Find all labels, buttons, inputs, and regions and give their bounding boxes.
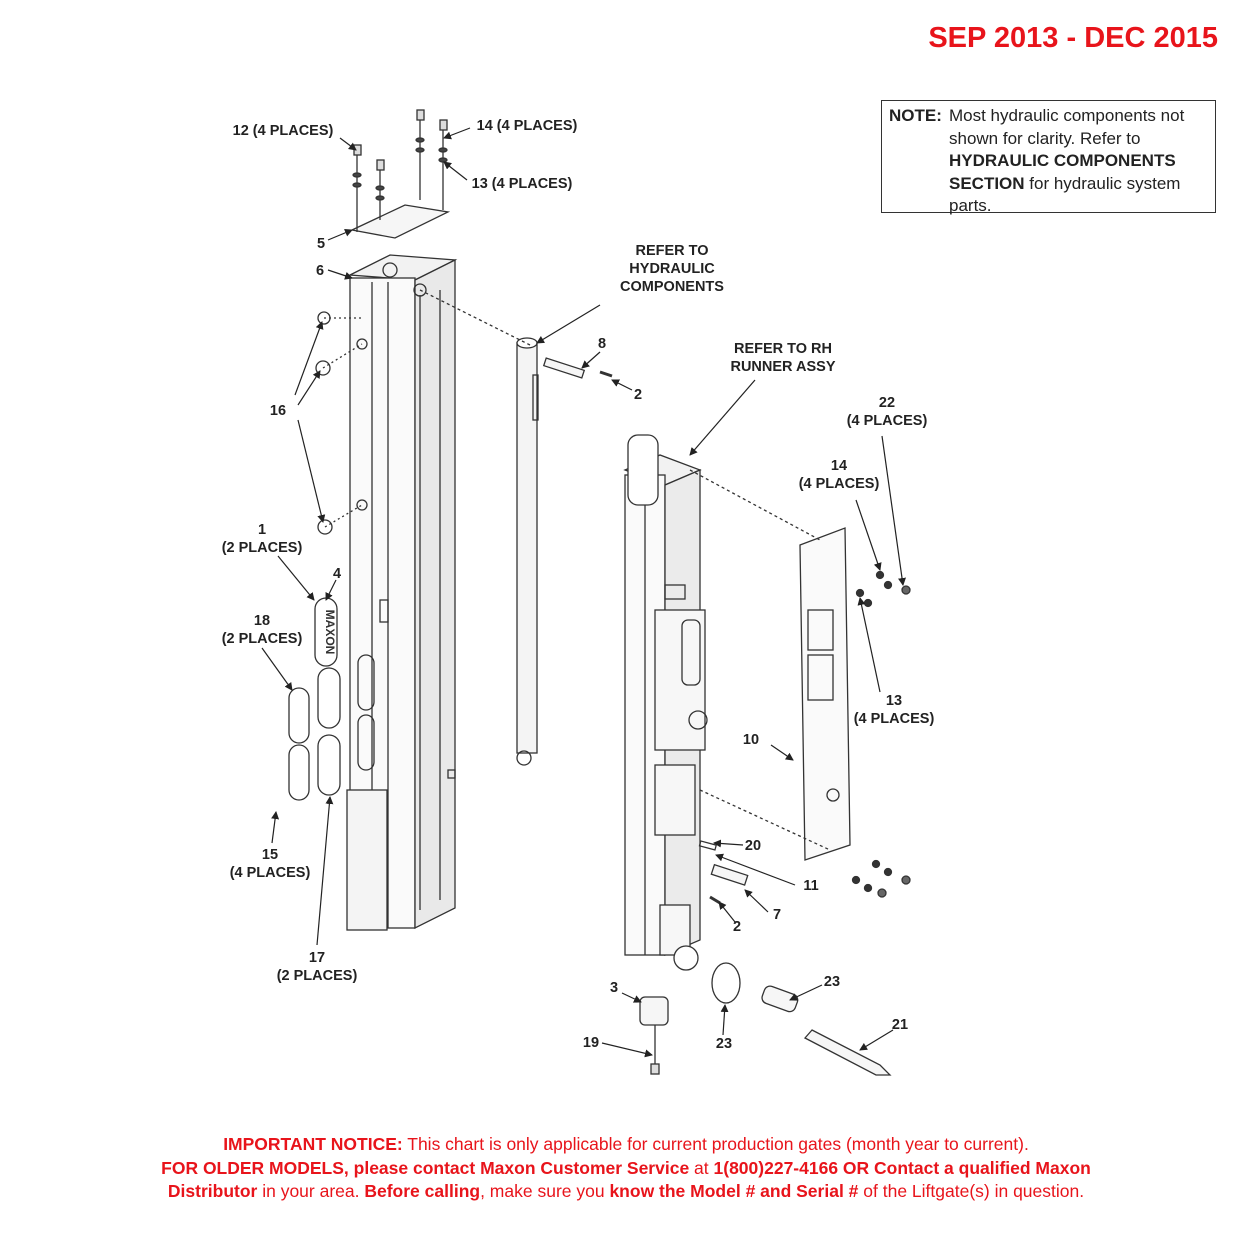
callout-3: 3	[609, 980, 619, 996]
important-notice: IMPORTANT NOTICE: This chart is only app…	[161, 1134, 1091, 1201]
callout-10: 10	[742, 732, 760, 748]
rh-runner-assy	[623, 434, 708, 971]
callout-11: 11	[803, 878, 819, 894]
callout-13-right: 13 (4 PLACES)	[853, 693, 935, 727]
bushing-part-3	[639, 996, 669, 1026]
note-label: NOTE:	[889, 106, 942, 125]
pin-part-8	[542, 357, 586, 379]
callout-2-bottom: 2	[732, 919, 742, 935]
bolts-top	[352, 109, 448, 232]
torsion-bar-part-21	[803, 1029, 892, 1076]
callout-13-top: 13 (4 PLACES)	[471, 176, 573, 192]
roll-pin-2a	[599, 370, 613, 378]
callout-4: 4	[332, 566, 342, 582]
top-plate-part-5	[349, 204, 451, 239]
callout-18: 18 (2 PLACES)	[221, 613, 303, 647]
callout-19: 19	[582, 1035, 600, 1051]
callout-5: 5	[316, 236, 326, 252]
callout-1: 1 (2 PLACES)	[221, 522, 303, 556]
callout-2-top: 2	[633, 387, 643, 403]
note-box: NOTE: Most hydraulic components not show…	[881, 100, 1216, 215]
roll-pin-2b	[709, 895, 721, 905]
cover-panel-part-10	[689, 469, 851, 861]
callout-14-right: 14 (4 PLACES)	[798, 458, 880, 492]
callout-6: 6	[315, 263, 325, 279]
callout-20: 20	[744, 838, 762, 854]
callout-23-pin: 23	[823, 974, 841, 990]
callout-22: 22 (4 PLACES)	[846, 395, 928, 429]
date-range: SEP 2013 - DEC 2015	[928, 22, 1218, 54]
callout-8: 8	[597, 336, 607, 352]
callout-17: 17 (2 PLACES)	[276, 950, 358, 984]
oval-covers	[288, 654, 375, 801]
maxon-logo-text: MAXON	[323, 610, 337, 655]
callout-12: 12 (4 PLACES)	[232, 123, 334, 139]
pin-part-20	[698, 840, 718, 851]
column-part-6	[346, 254, 458, 931]
note-text: Most hydraulic components not shown for …	[949, 106, 1185, 215]
callout-refer-hydraulic: REFER TO HYDRAULIC COMPONENTS	[620, 243, 724, 295]
callout-16: 16	[269, 403, 287, 419]
pin-part-7	[710, 863, 749, 886]
bolts-panel	[851, 570, 911, 898]
callout-14-top: 14 (4 PLACES)	[476, 118, 578, 134]
callout-15: 15 (4 PLACES)	[229, 847, 311, 881]
callout-7: 7	[772, 907, 782, 923]
callout-21: 21	[891, 1017, 909, 1033]
hydraulic-cylinder	[419, 289, 539, 766]
callout-refer-rh-runner: REFER TO RH RUNNER ASSY	[730, 341, 836, 375]
spring-part-23	[711, 962, 741, 1004]
callout-23-spring: 23	[715, 1036, 733, 1052]
pin-arm-part-23	[761, 985, 799, 1013]
